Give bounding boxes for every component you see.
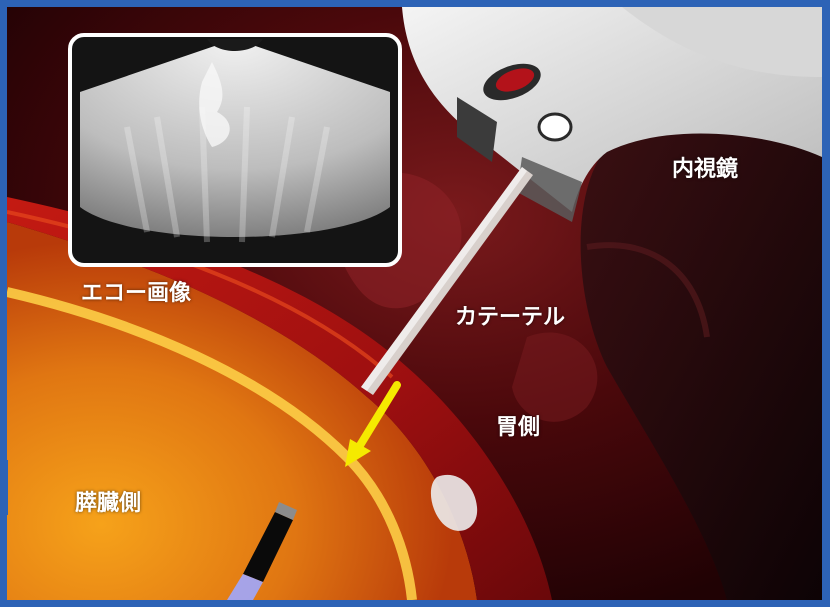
endoscope-label: 内視鏡 <box>672 151 738 183</box>
echo-image-label: エコー画像 <box>81 275 191 307</box>
illustration-scene: エコー画像 内視鏡 カテーテル 胃側 膵臓側 <box>7 7 822 600</box>
stomach-side-label: 胃側 <box>496 409 540 441</box>
echo-image <box>70 35 400 265</box>
catheter-label: カテーテル <box>455 299 565 331</box>
side-tab <box>0 460 8 515</box>
pancreas-side-label: 膵臓側 <box>75 485 141 517</box>
